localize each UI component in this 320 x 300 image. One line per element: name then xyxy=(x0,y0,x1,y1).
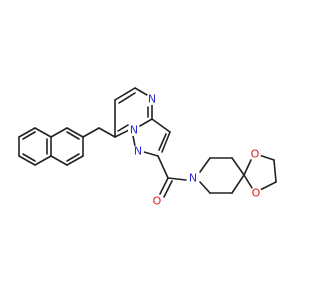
bond xyxy=(34,127,52,138)
bond xyxy=(231,174,245,194)
bond xyxy=(259,181,277,191)
bond xyxy=(243,159,252,176)
atom-label-n: N xyxy=(134,145,142,158)
bond xyxy=(151,118,171,133)
bond xyxy=(143,151,159,157)
bond xyxy=(34,155,52,166)
bond xyxy=(167,177,187,181)
atom-label-n: N xyxy=(189,172,197,185)
bond xyxy=(50,127,68,138)
bond-carbonyl-double xyxy=(163,180,173,198)
bond xyxy=(132,135,136,147)
bond xyxy=(66,155,84,166)
bond-double-inner xyxy=(22,153,36,162)
atom-label-o: O xyxy=(251,148,260,161)
bond xyxy=(199,181,211,194)
bond-double-inner xyxy=(158,133,167,151)
atom-n-amide: N xyxy=(187,172,199,185)
naphthalene-ring-system xyxy=(18,127,84,166)
atom-o-carbonyl: O xyxy=(151,195,163,208)
bond xyxy=(157,155,169,179)
bond-double-inner xyxy=(66,131,80,140)
molecule-structure: N N N O N O O xyxy=(18,87,277,208)
atom-background xyxy=(249,148,261,160)
bond xyxy=(243,174,253,189)
bond xyxy=(114,129,130,138)
bond-aryl-link xyxy=(82,127,100,138)
bond-double-inner xyxy=(66,153,80,162)
atom-n-bridge: N xyxy=(128,124,140,137)
atom-label-n: N xyxy=(130,124,138,137)
bond xyxy=(161,131,171,153)
bond xyxy=(18,127,36,138)
atom-labels: N N N O N O O xyxy=(128,93,262,208)
piperidine-ring xyxy=(199,157,245,194)
dioxolane-ring xyxy=(243,154,277,191)
atom-n-pyrimidine: N xyxy=(146,93,158,106)
atom-background xyxy=(250,187,262,199)
atom-background xyxy=(151,195,163,207)
atom-background xyxy=(132,145,144,157)
bond-double-inner xyxy=(118,92,136,104)
bond xyxy=(199,157,211,173)
atom-o-dioxolane-bottom: O xyxy=(250,187,262,200)
bond xyxy=(114,87,136,101)
atom-background xyxy=(146,93,158,105)
bond xyxy=(18,155,36,166)
bond xyxy=(66,127,84,138)
molecule-structure-canvas: N N N O N O O xyxy=(18,87,277,208)
bond xyxy=(134,87,148,96)
bond-double-inner xyxy=(117,124,129,132)
atom-o-dioxolane-top: O xyxy=(249,148,261,161)
atom-background xyxy=(128,124,140,136)
bond-double-inner xyxy=(22,131,36,140)
pyrazolopyrimidine-core xyxy=(114,87,171,157)
bond xyxy=(98,127,116,138)
bond xyxy=(50,155,68,166)
bond xyxy=(139,118,153,127)
atom-background xyxy=(187,172,199,184)
bond-carbonyl xyxy=(159,177,169,195)
bond xyxy=(231,157,245,176)
bond xyxy=(258,154,275,161)
atom-n-pyrazole: N xyxy=(132,145,144,158)
bond xyxy=(273,159,277,183)
atom-label-o: O xyxy=(252,187,261,200)
atom-label-o: O xyxy=(153,195,162,208)
atom-label-n: N xyxy=(148,93,156,106)
